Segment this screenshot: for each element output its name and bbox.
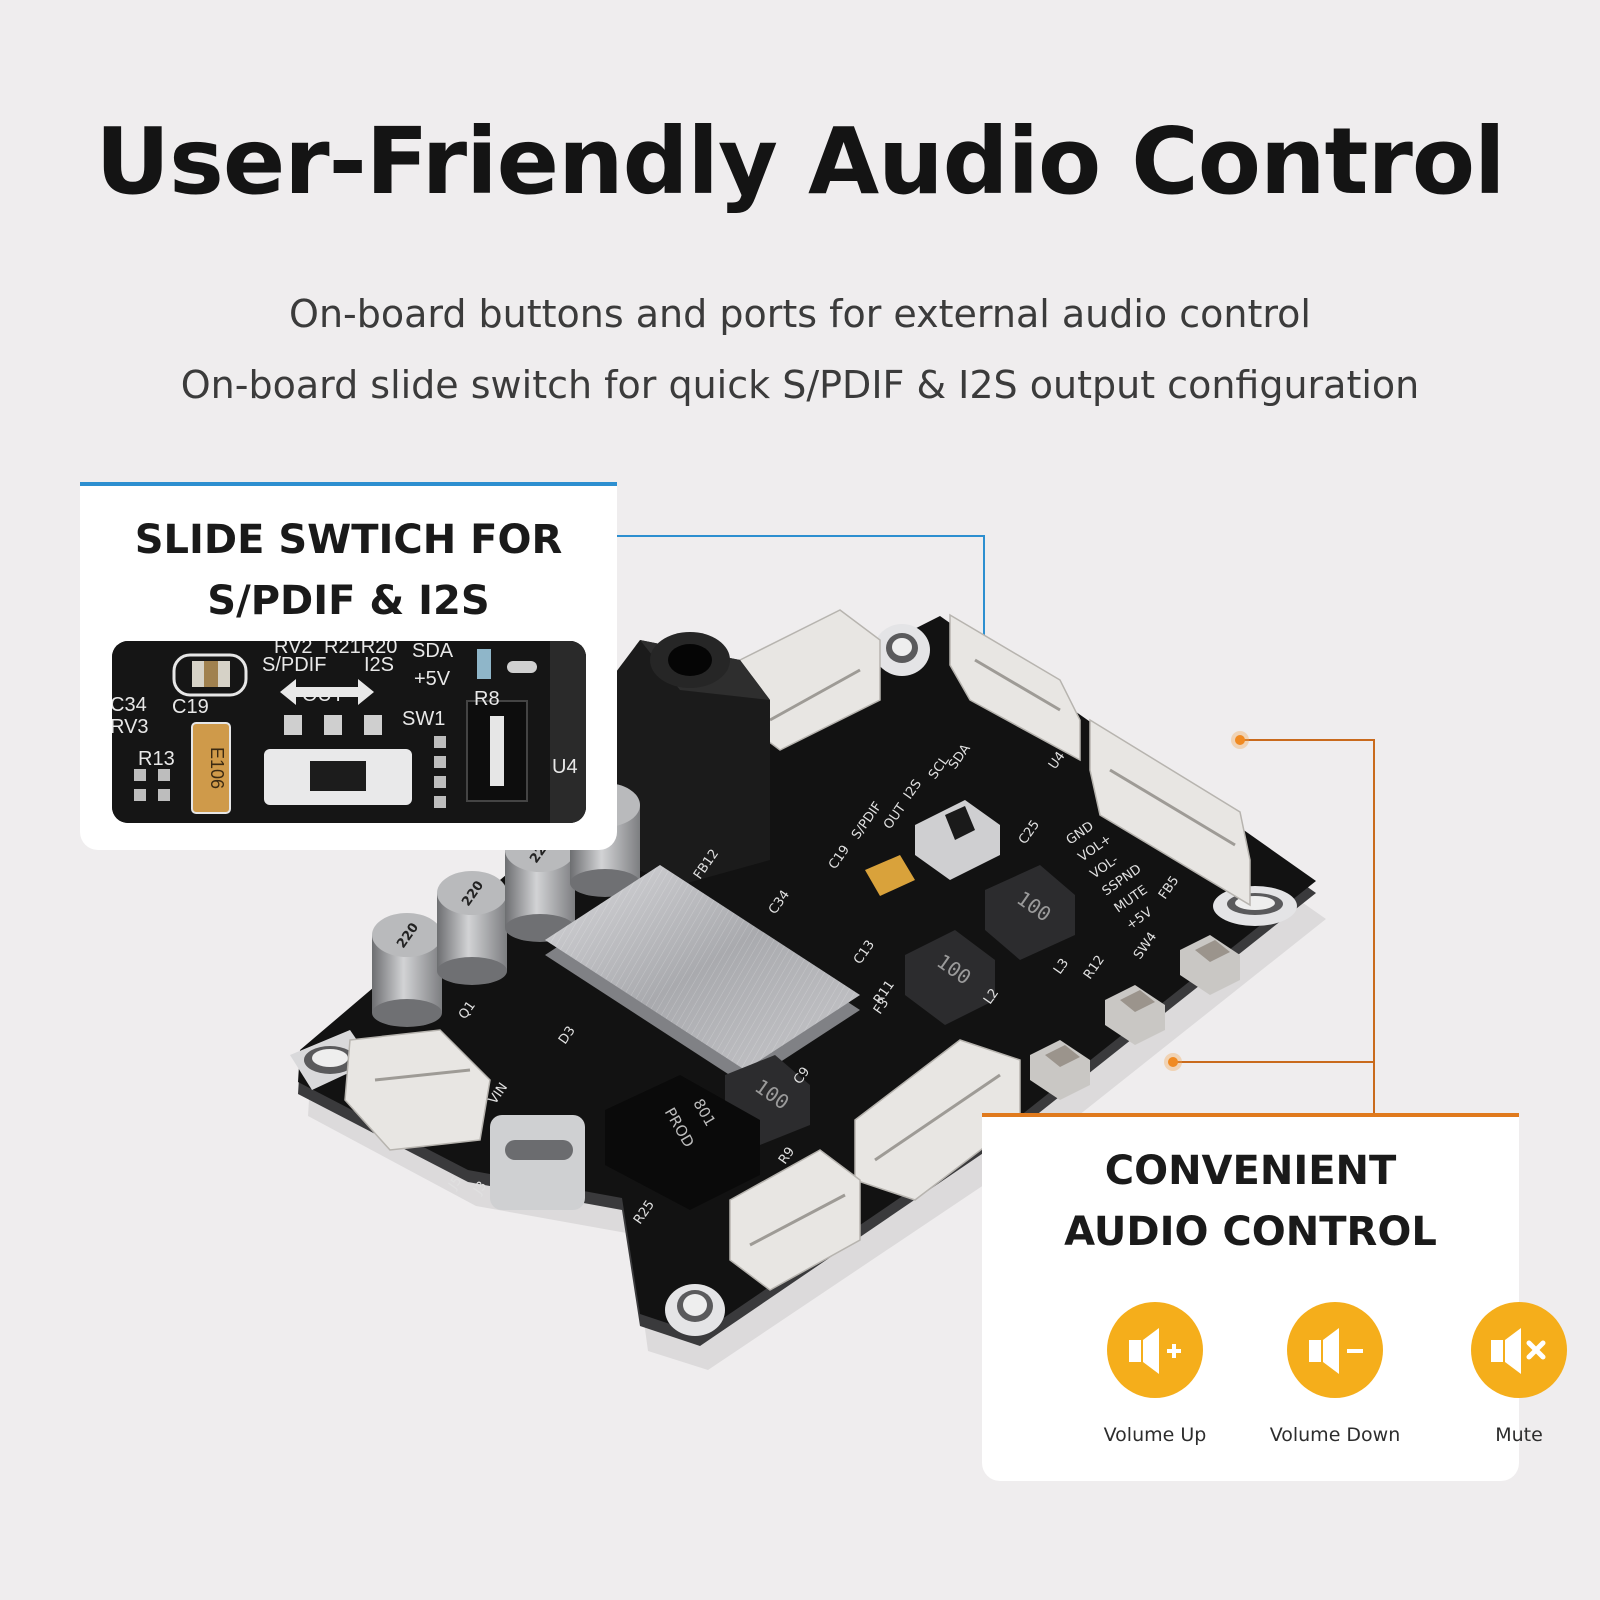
audio-control-callout: CONVENIENT AUDIO CONTROL Volume Up Volum… <box>982 1113 1567 1481</box>
mounting-hole <box>1213 886 1297 926</box>
volume-up-icon <box>1107 1302 1203 1398</box>
svg-text:E106: E106 <box>207 747 227 789</box>
volume-up-label: Volume Up <box>1103 1424 1207 1446</box>
buttons-leader-line <box>1240 739 1375 1113</box>
volume-down-label: Volume Down <box>1269 1424 1401 1446</box>
volume-down-control: Volume Down <box>1250 1302 1420 1446</box>
subtitle-slide-switch: On-board slide switch for quick S/PDIF &… <box>180 363 1420 407</box>
slide-switch-callout-title: SLIDE SWTICH FOR S/PDIF & I2S <box>134 517 563 624</box>
volume-down-icon <box>1287 1302 1383 1398</box>
svg-text:I2S: I2S <box>364 654 394 676</box>
svg-text:SDA: SDA <box>412 641 454 662</box>
mute-label: Mute <box>1495 1424 1543 1446</box>
heatsink <box>545 865 860 1085</box>
tantalum-capacitor <box>865 855 915 896</box>
svg-text:RV3: RV3 <box>112 716 149 738</box>
isolation-chip: PROD 801 <box>605 1075 760 1210</box>
svg-text:L3: L3 <box>1051 956 1072 977</box>
svg-text:R13: R13 <box>138 748 175 770</box>
svg-text:RV2: RV2 <box>274 641 313 658</box>
slide-switch-callout: SLIDE SWTICH FOR S/PDIF & I2S <box>80 482 617 850</box>
subtitle-buttons-ports: On-board buttons and ports for external … <box>289 292 1311 336</box>
svg-text:U4: U4 <box>552 756 578 778</box>
svg-text:F3: F3 <box>871 996 892 1018</box>
slide-switch-closeup: RV2 R21R20 SDA S/PDIF I2S +5V OUT C19 C3… <box>112 641 586 823</box>
svg-text:C34: C34 <box>112 694 147 716</box>
audio-control-callout-title: CONVENIENT AUDIO CONTROL <box>1064 1148 1437 1255</box>
usb-c-port <box>490 1115 585 1210</box>
header-connector <box>344 609 1251 1291</box>
mounting-hole <box>665 1284 725 1336</box>
tactile-button <box>1180 935 1240 995</box>
svg-text:L2: L2 <box>981 986 1002 1007</box>
svg-text:SW1: SW1 <box>402 708 445 730</box>
audio-jack <box>610 632 770 885</box>
svg-text:R8: R8 <box>474 688 500 710</box>
svg-text:+5V: +5V <box>414 668 451 690</box>
svg-text:OUT: OUT <box>302 684 344 706</box>
page-title: User-Friendly Audio Control <box>95 108 1505 215</box>
volume-up-control: Volume Up <box>1070 1302 1240 1446</box>
mute-icon <box>1471 1302 1567 1398</box>
slide-switch <box>915 800 1000 880</box>
tactile-button <box>1030 1040 1090 1100</box>
mounting-hole <box>874 624 930 676</box>
inductor: 100 <box>985 865 1075 960</box>
svg-text:R21R20: R21R20 <box>324 641 397 658</box>
inductor: 100 <box>905 930 995 1025</box>
electrolytic-capacitor: 220 <box>437 871 507 985</box>
svg-text:S/PDIF: S/PDIF <box>262 654 326 676</box>
tactile-button <box>1105 985 1165 1045</box>
electrolytic-capacitor: 220 <box>372 913 442 1027</box>
mute-control: Mute <box>1434 1302 1600 1446</box>
svg-text:C19: C19 <box>172 696 209 718</box>
